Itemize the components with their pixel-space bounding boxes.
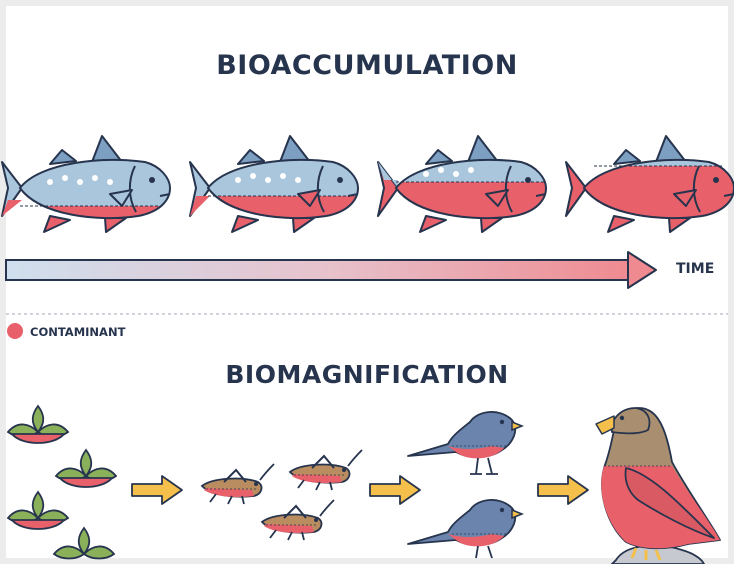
plant [56, 450, 116, 487]
fish-stage-3 [378, 136, 556, 242]
food-chain-arrow [132, 476, 182, 504]
eagle [596, 408, 720, 564]
food-chain-arrow [538, 476, 588, 504]
plants-group [8, 406, 116, 559]
plant [8, 406, 68, 443]
time-arrow [6, 252, 656, 288]
fish-stage-2 [190, 136, 368, 246]
small-bird [408, 500, 522, 558]
contaminant-legend-swatch [7, 323, 23, 339]
grasshopper [202, 464, 274, 504]
food-chain-arrow [370, 476, 420, 504]
plant [54, 528, 114, 559]
contaminant-legend-label: CONTAMINANT [30, 325, 125, 339]
time-axis-label: TIME [676, 261, 714, 277]
grasshopper [262, 500, 334, 540]
small-bird [408, 412, 522, 474]
grasshopper [290, 450, 362, 490]
plant [8, 492, 68, 529]
fish-stage-4 [566, 136, 734, 246]
grasshoppers-group [202, 450, 362, 540]
fish-stage-1 [2, 136, 180, 246]
small-birds-group [408, 412, 522, 558]
